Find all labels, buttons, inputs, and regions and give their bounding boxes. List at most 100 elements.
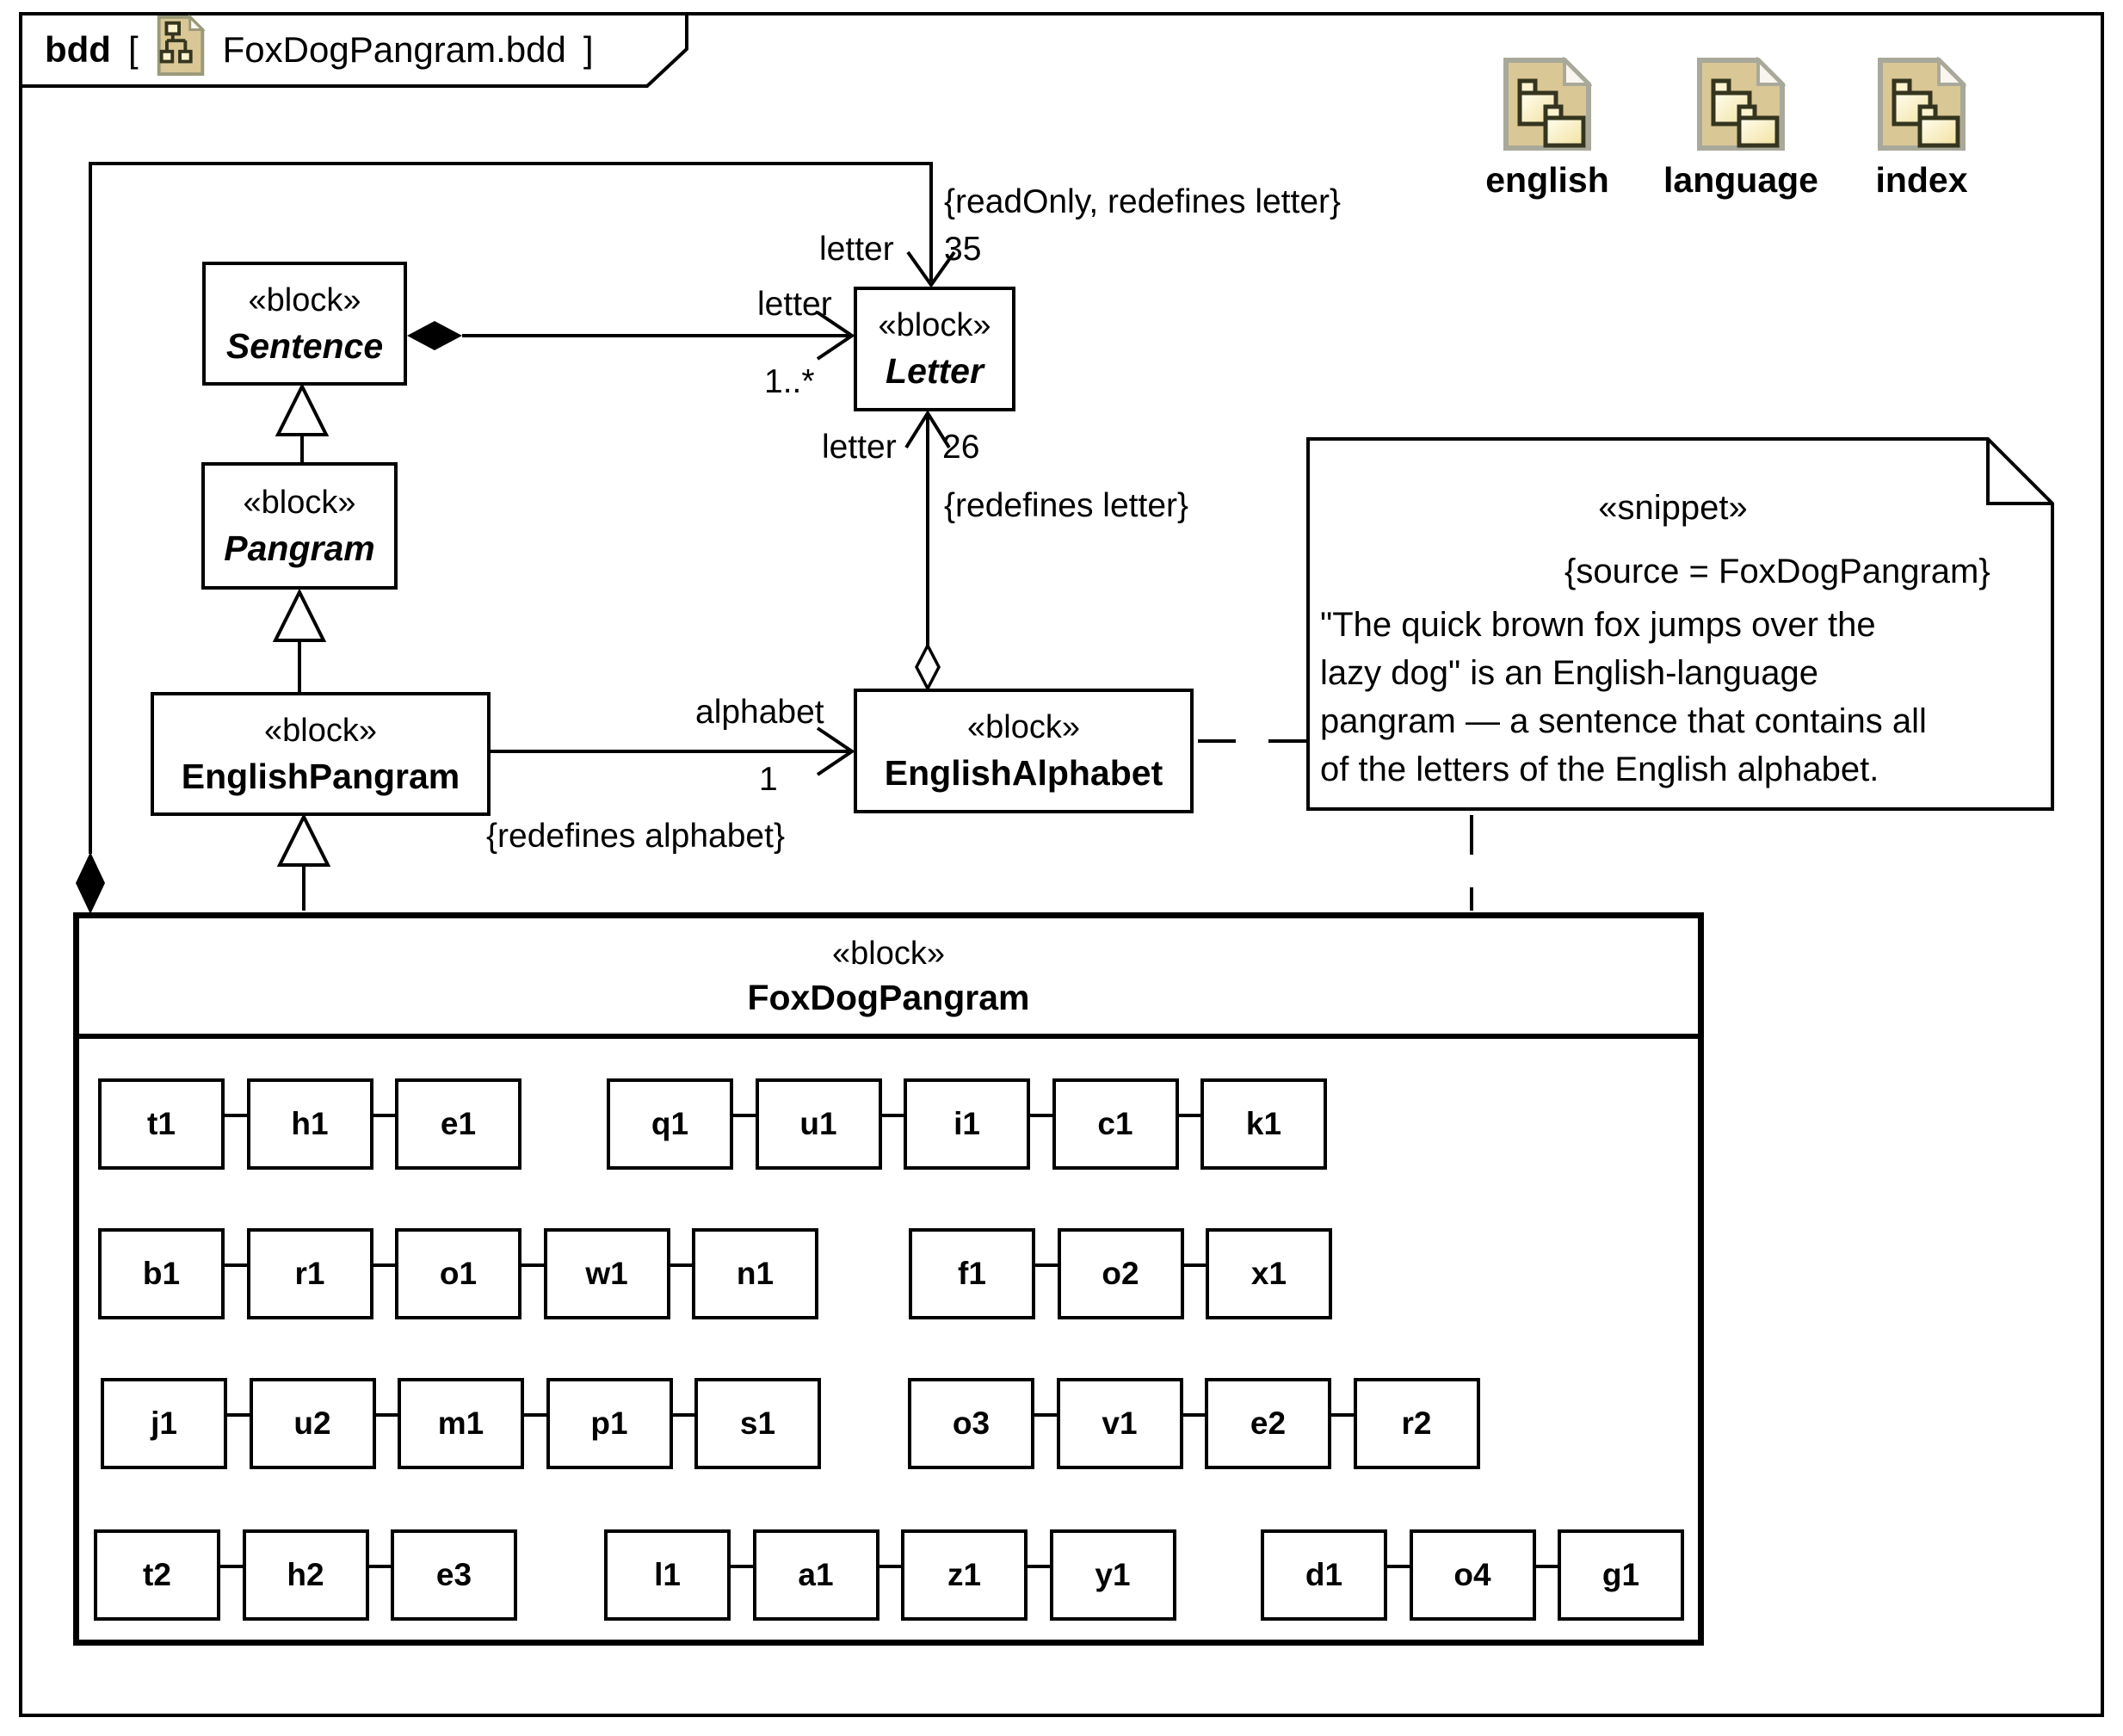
palette-item-language[interactable]: language	[1642, 56, 1840, 200]
part-connector	[521, 1263, 544, 1267]
note-line: pangram — a sentence that contains all	[1320, 702, 1927, 740]
part-box-q1[interactable]: q1	[607, 1078, 733, 1170]
multiplicity-35: 35	[944, 231, 982, 268]
diagram-frame	[19, 12, 2104, 1717]
block-stereotype: «block»	[264, 712, 377, 749]
generalization-englishpangram-pangram[interactable]	[272, 588, 327, 692]
role-letter-35: letter	[819, 231, 894, 268]
composition-sentence-letter[interactable]	[407, 311, 855, 361]
part-box-f1[interactable]: f1	[909, 1228, 1035, 1319]
part-box-o4[interactable]: o4	[1409, 1529, 1536, 1621]
part-connector	[373, 1114, 395, 1117]
part-box-e1[interactable]: e1	[395, 1078, 521, 1170]
block-foxdogpangram-header: «block» FoxDogPangram	[79, 918, 1698, 1039]
part-box-s1[interactable]: s1	[694, 1378, 821, 1469]
part-connector	[227, 1413, 250, 1417]
part-connector	[225, 1114, 247, 1117]
palette-item-label: language	[1663, 160, 1818, 200]
block-stereotype: «block»	[878, 307, 991, 343]
part-box-t2[interactable]: t2	[94, 1529, 220, 1621]
part-box-g1[interactable]: g1	[1558, 1529, 1684, 1621]
part-connector	[1387, 1565, 1410, 1568]
part-connector	[524, 1413, 546, 1417]
part-connector	[375, 1413, 398, 1417]
part-box-n1[interactable]: n1	[692, 1228, 818, 1319]
part-box-j1[interactable]: j1	[101, 1378, 227, 1469]
part-connector	[225, 1263, 247, 1267]
part-box-v1[interactable]: v1	[1056, 1378, 1183, 1469]
part-connector	[1034, 1413, 1057, 1417]
part-box-z1[interactable]: z1	[901, 1529, 1028, 1621]
block-englishpangram[interactable]: «block» EnglishPangram	[151, 692, 491, 816]
part-box-c1[interactable]: c1	[1052, 1078, 1179, 1170]
snippet-note-shape[interactable]	[1306, 437, 2054, 811]
block-pangram[interactable]: «block» Pangram	[201, 462, 398, 590]
part-connector	[1183, 1263, 1206, 1267]
constraint-redefines-letter: {redefines letter}	[944, 487, 1189, 524]
block-name: FoxDogPangram	[747, 977, 1030, 1017]
block-letter[interactable]: «block» Letter	[854, 287, 1015, 411]
role-alphabet: alphabet	[695, 694, 824, 731]
part-box-o1[interactable]: o1	[395, 1228, 521, 1319]
package-icon	[1696, 56, 1787, 156]
block-name: Sentence	[225, 325, 384, 366]
part-box-l1[interactable]: l1	[604, 1529, 731, 1621]
part-connector	[670, 1263, 692, 1267]
part-box-u1[interactable]: u1	[755, 1078, 882, 1170]
diagram-kind-label: bdd	[45, 29, 111, 70]
part-box-e2[interactable]: e2	[1205, 1378, 1331, 1469]
part-box-m1[interactable]: m1	[398, 1378, 524, 1469]
composition-foxdogpangram-letter[interactable]	[76, 162, 956, 914]
note-body: "The quick brown fox jumps over the lazy…	[1320, 601, 1927, 794]
part-box-w1[interactable]: w1	[543, 1228, 670, 1319]
package-icon	[1503, 56, 1593, 156]
part-box-y1[interactable]: y1	[1049, 1529, 1176, 1621]
package-icon	[1877, 56, 1967, 156]
part-box-h2[interactable]: h2	[242, 1529, 369, 1621]
block-stereotype: «block»	[967, 709, 1080, 745]
part-box-k1[interactable]: k1	[1200, 1078, 1327, 1170]
palette-item-index[interactable]: index	[1823, 56, 2021, 198]
part-box-x1[interactable]: x1	[1206, 1228, 1332, 1319]
part-box-e3[interactable]: e3	[391, 1529, 517, 1621]
diagram-tab: bdd [ FoxDogPangram.bdd ]	[45, 14, 594, 77]
constraint-redefines-alphabet: {redefines alphabet}	[486, 818, 785, 855]
part-box-p1[interactable]: p1	[546, 1378, 673, 1469]
part-box-o2[interactable]: o2	[1057, 1228, 1184, 1319]
aggregation-englishalphabet-letter[interactable]	[904, 410, 951, 692]
part-connector	[672, 1413, 694, 1417]
part-box-u2[interactable]: u2	[249, 1378, 376, 1469]
part-box-r2[interactable]: r2	[1353, 1378, 1480, 1469]
part-connector	[881, 1114, 904, 1117]
tab-bracket-open: [	[127, 29, 139, 70]
part-box-i1[interactable]: i1	[904, 1078, 1030, 1170]
generalization-foxdogpangram-englishpangram[interactable]	[276, 812, 331, 911]
note-stereotype: «snippet»	[1598, 489, 1748, 527]
block-stereotype: «block»	[243, 484, 356, 521]
palette-item-label: english	[1485, 160, 1609, 200]
part-box-h1[interactable]: h1	[246, 1078, 373, 1170]
part-box-t1[interactable]: t1	[98, 1078, 225, 1170]
part-connector	[1535, 1565, 1558, 1568]
part-box-a1[interactable]: a1	[752, 1529, 879, 1621]
part-box-r1[interactable]: r1	[246, 1228, 373, 1319]
multiplicity-26: 26	[942, 429, 980, 466]
part-box-o3[interactable]: o3	[908, 1378, 1034, 1469]
multiplicity-1: 1	[759, 761, 778, 798]
part-connector	[731, 1565, 753, 1568]
bdd-diagram-icon	[156, 14, 206, 85]
note-anchor-lines	[1198, 739, 1473, 911]
block-name: EnglishAlphabet	[884, 753, 1163, 793]
part-connector	[220, 1565, 243, 1568]
block-name: Letter	[886, 351, 984, 391]
generalization-pangram-sentence[interactable]	[275, 382, 330, 462]
part-box-b1[interactable]: b1	[98, 1228, 225, 1319]
palette-item-english[interactable]: english	[1448, 56, 1646, 200]
part-connector	[733, 1114, 756, 1117]
block-englishalphabet[interactable]: «block» EnglishAlphabet	[854, 689, 1194, 813]
block-sentence[interactable]: «block» Sentence	[202, 262, 407, 386]
part-box-d1[interactable]: d1	[1261, 1529, 1387, 1621]
multiplicity-1-star: 1..*	[764, 363, 815, 400]
association-englishpangram-englishalphabet[interactable]	[491, 726, 855, 776]
note-line: lazy dog" is an English-language	[1320, 654, 1819, 692]
